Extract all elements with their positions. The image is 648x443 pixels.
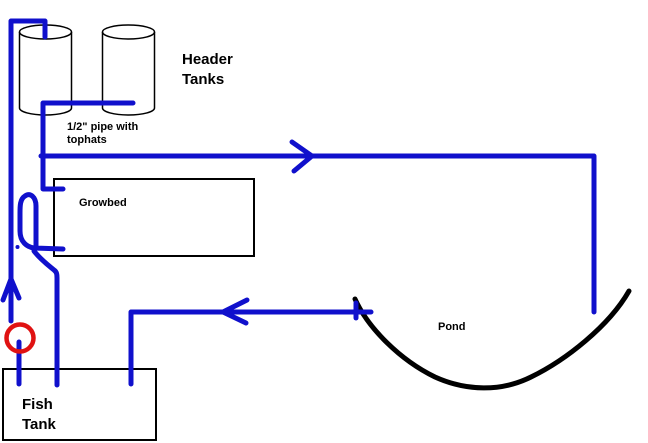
pump-circle — [4, 322, 36, 354]
growbed-label: Growbed — [79, 197, 127, 209]
header-outlet-pipe — [40, 100, 136, 192]
growbed-drain-downpipe — [31, 248, 60, 388]
fish-tank-box — [2, 368, 157, 441]
header-tank-2-top — [101, 24, 156, 40]
riser-pipe — [8, 18, 48, 324]
pipe-note-label: 1/2" pipe with tophats — [67, 121, 139, 146]
header-tank-2-body — [101, 32, 156, 116]
header-tanks-label: Header Tanks — [182, 51, 233, 88]
supply-pipe — [38, 153, 597, 315]
flow-up-arrow-icon — [0, 276, 22, 303]
flow-right-arrow-icon — [289, 139, 315, 174]
pipe-network — [0, 18, 597, 388]
drip-dot — [15, 245, 20, 249]
pond-return-pipe — [128, 309, 374, 387]
flow-left-arrow-icon — [220, 297, 250, 326]
fish-tank-label: Fish Tank — [22, 396, 56, 433]
growbed-drain-loop — [17, 192, 66, 252]
growbed-box — [53, 178, 255, 257]
pond-label: Pond — [438, 321, 466, 333]
pond-curve — [352, 288, 632, 391]
